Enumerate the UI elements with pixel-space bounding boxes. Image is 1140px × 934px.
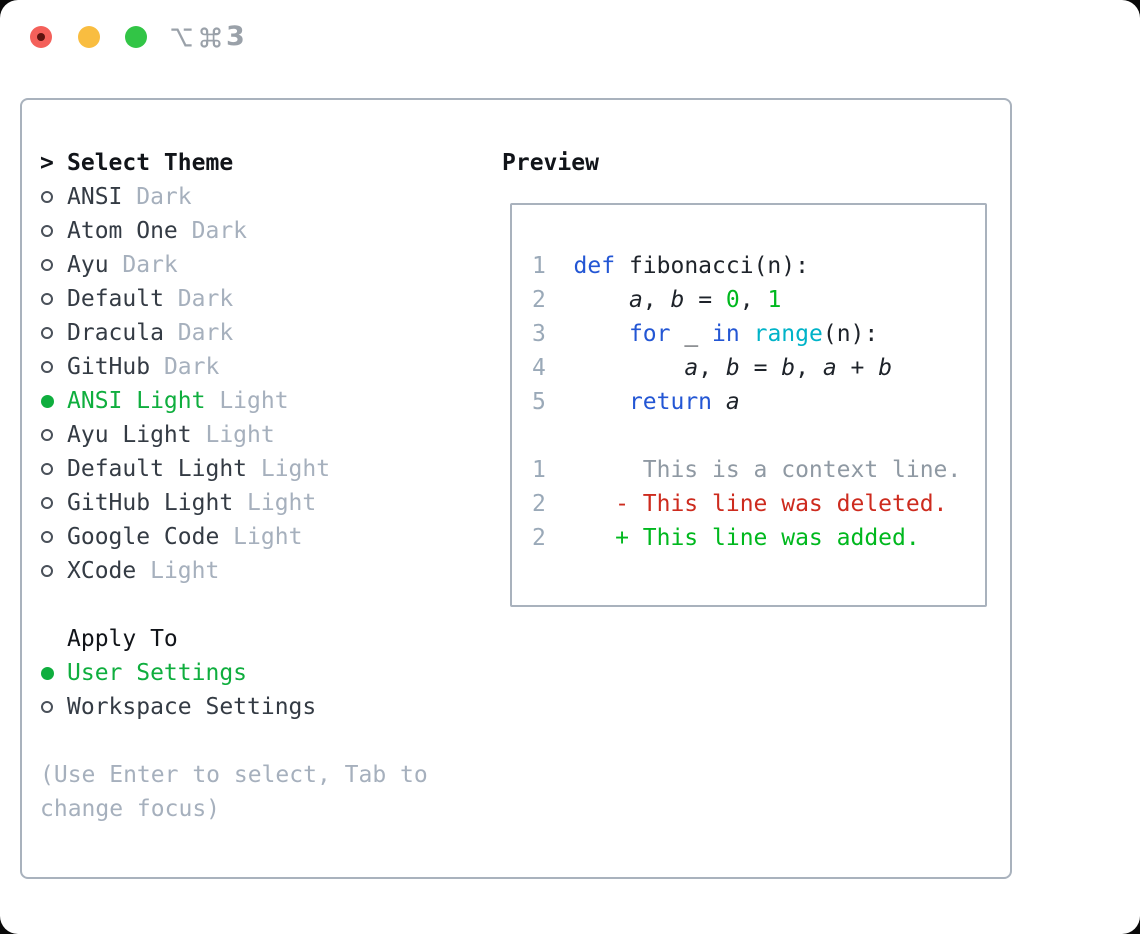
preview-title: Preview (502, 150, 599, 176)
apply-to-header-row: Apply To (40, 622, 480, 656)
preview-code-line: 5 return a (532, 385, 985, 419)
apply-to-label: Workspace Settings (67, 694, 317, 720)
theme-variant-tag: Dark (163, 286, 234, 312)
line-number: 1 (532, 253, 546, 279)
theme-variant-tag: Dark (177, 218, 248, 244)
preview-code-line (532, 419, 985, 453)
spacer (40, 588, 480, 622)
theme-variant-tag: Dark (108, 252, 178, 278)
theme-option[interactable]: Atom One Dark (40, 214, 480, 248)
theme-option[interactable]: Ayu Dark (40, 248, 480, 282)
window-shortcut: 3 (168, 22, 245, 52)
theme-option[interactable]: XCode Light (40, 554, 480, 588)
theme-name: Default Light (67, 456, 248, 482)
theme-option[interactable]: ANSI Dark (40, 180, 480, 214)
command-key-icon (197, 24, 224, 51)
line-number: 4 (532, 355, 546, 381)
theme-name: Ayu Light (67, 422, 192, 448)
select-theme-header-row: > Select Theme (40, 146, 480, 180)
line-number: 5 (532, 389, 546, 415)
apply-to-label: User Settings (67, 660, 248, 686)
radio-unselected-icon (41, 361, 53, 373)
radio-unselected-icon (41, 191, 53, 203)
theme-name: GitHub (67, 354, 151, 380)
line-number: 1 (532, 457, 546, 483)
zoom-button[interactable] (125, 26, 147, 48)
theme-name: ANSI Light (67, 388, 206, 414)
preview-code-line: 1 This is a context line. (532, 453, 985, 487)
theme-option[interactable]: Google Code Light (40, 520, 480, 554)
line-number: 2 (532, 491, 546, 517)
theme-option[interactable]: GitHub Dark (40, 350, 480, 384)
keyboard-hint-text: (Use Enter to select, Tab to change focu… (40, 762, 428, 822)
preview-code-line: 2 a, b = 0, 1 (532, 283, 985, 317)
theme-name: GitHub Light (67, 490, 234, 516)
radio-selected-icon (41, 666, 54, 680)
theme-option[interactable]: Dracula Dark (40, 316, 480, 350)
radio-unselected-icon (41, 497, 53, 509)
select-theme-title: Select Theme (67, 150, 234, 176)
theme-option[interactable]: Ayu Light Light (40, 418, 480, 452)
preview-code-line: 2 - This line was deleted. (532, 487, 985, 521)
radio-selected-icon (41, 394, 54, 408)
line-number: 2 (532, 287, 546, 313)
theme-variant-tag: Light (247, 456, 331, 482)
preview-code-line: 1 def fibonacci(n): (532, 249, 985, 283)
theme-variant-tag: Light (205, 388, 289, 414)
theme-name: Dracula (67, 320, 164, 346)
theme-variant-tag: Dark (163, 320, 234, 346)
theme-variant-tag: Dark (122, 184, 192, 210)
shortcut-number: 3 (226, 21, 245, 52)
radio-unselected-icon (41, 293, 53, 305)
preview-code-line: 4 a, b = b, a + b (532, 351, 985, 385)
titlebar: 3 (0, 0, 1140, 74)
theme-variant-tag: Light (233, 490, 317, 516)
line-number: 2 (532, 525, 546, 551)
preview-column: Preview 1 def fibonacci(n):2 a, b = 0, 1… (502, 146, 1014, 607)
prompt-caret: > (40, 150, 54, 176)
minimize-button[interactable] (78, 26, 100, 48)
radio-unselected-icon (41, 701, 53, 713)
theme-name: Google Code (67, 524, 220, 550)
theme-variant-tag: Light (136, 558, 220, 584)
theme-name: ANSI (67, 184, 123, 210)
close-button[interactable] (30, 26, 52, 48)
radio-unselected-icon (41, 463, 53, 475)
spacer (40, 724, 480, 758)
theme-variant-tag: Light (219, 524, 303, 550)
theme-variant-tag: Light (191, 422, 275, 448)
theme-name: Atom One (67, 218, 178, 244)
radio-unselected-icon (41, 429, 53, 441)
preview-code-line: 3 for _ in range(n): (532, 317, 985, 351)
theme-name: Ayu (67, 252, 109, 278)
radio-unselected-icon (41, 531, 53, 543)
apply-to-title: Apply To (67, 626, 178, 652)
radio-unselected-icon (41, 327, 53, 339)
theme-option[interactable]: ANSI Light Light (40, 384, 480, 418)
line-number: 3 (532, 321, 546, 347)
preview-code-line: 2 + This line was added. (532, 521, 985, 555)
theme-name: XCode (67, 558, 137, 584)
apply-to-option[interactable]: Workspace Settings (40, 690, 480, 724)
theme-option[interactable]: Default Light Light (40, 452, 480, 486)
radio-unselected-icon (41, 565, 53, 577)
theme-name: Default (67, 286, 164, 312)
apply-to-option[interactable]: User Settings (40, 656, 480, 690)
theme-option[interactable]: Default Dark (40, 282, 480, 316)
radio-unselected-icon (41, 225, 53, 237)
theme-option[interactable]: GitHub Light Light (40, 486, 480, 520)
theme-variant-tag: Dark (150, 354, 220, 380)
radio-unselected-icon (41, 259, 53, 271)
option-key-icon (168, 24, 195, 51)
